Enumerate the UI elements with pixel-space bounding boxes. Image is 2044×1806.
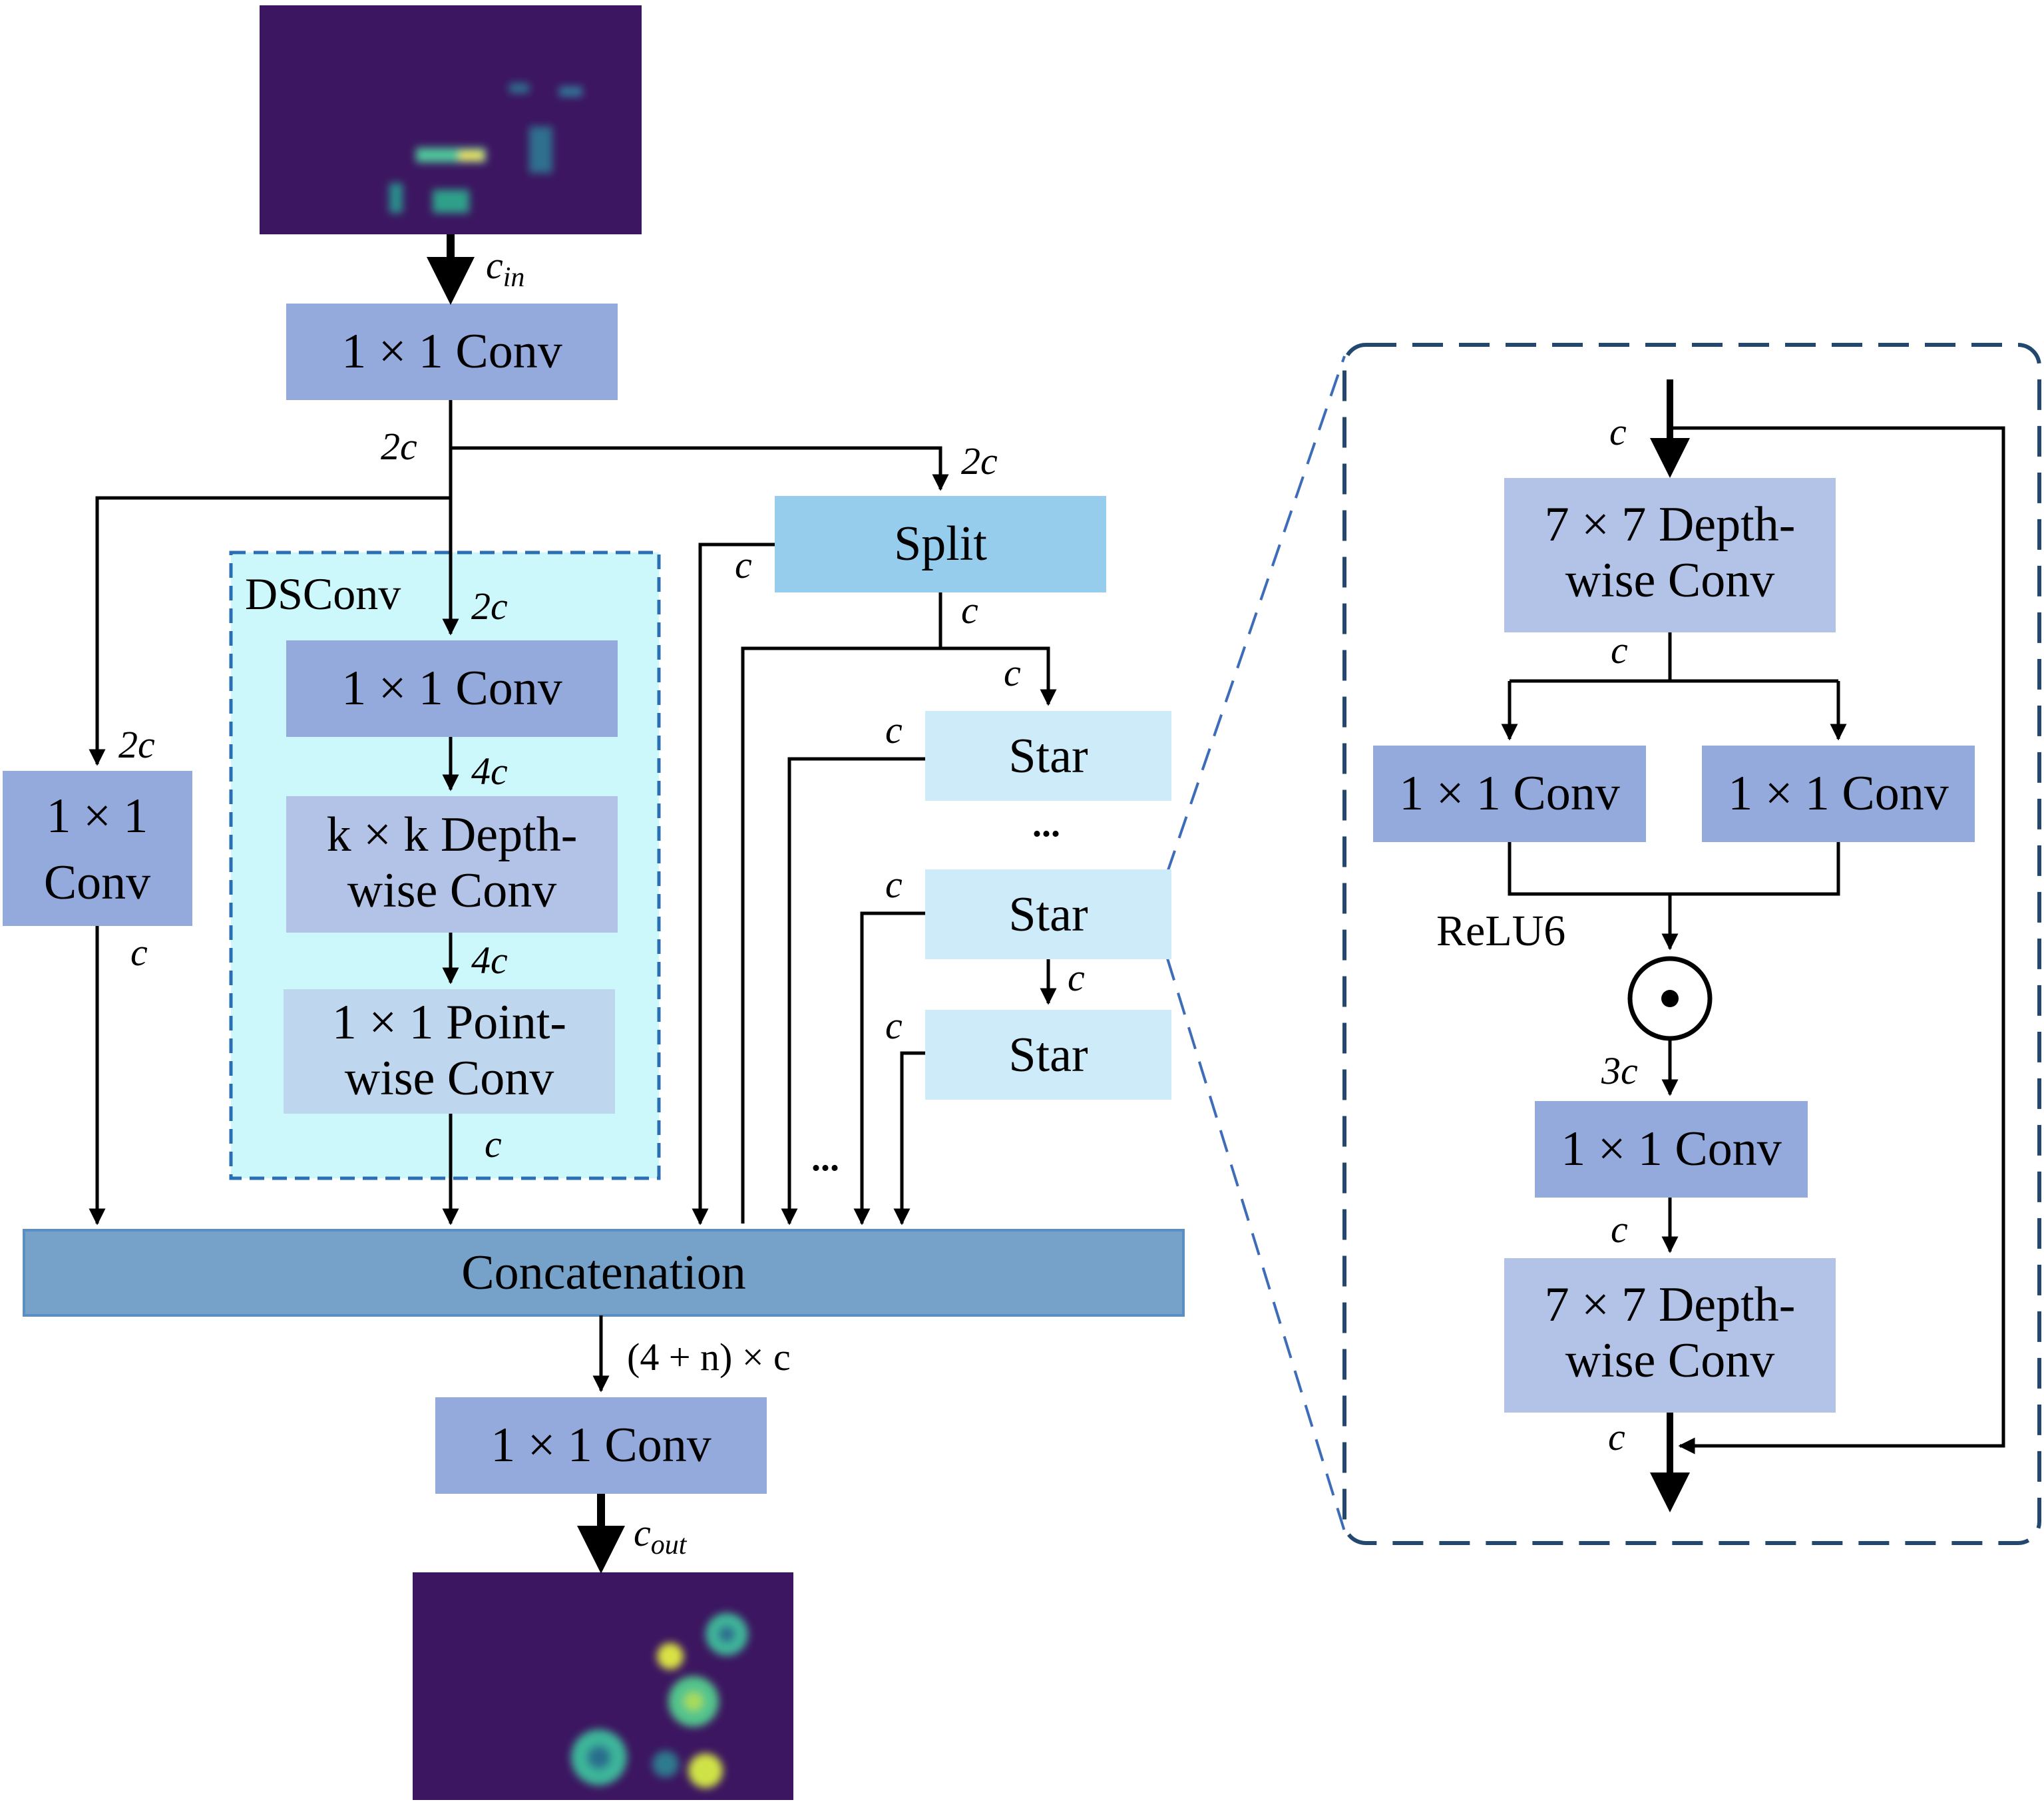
dots-stars: ... [1032, 803, 1060, 845]
depthwise-line2: wise Conv [347, 863, 557, 918]
dsconv-label: DSConv [245, 568, 401, 619]
top-conv-text: 1 × 1 Conv [341, 324, 562, 379]
detail-conv-right-block [1702, 746, 1975, 842]
detail-label-c-dw1: c [1611, 628, 1628, 672]
depthwise-line1: k × k Depth- [327, 807, 578, 862]
detail-conv-left-block [1373, 746, 1646, 842]
detail-label-c-out: c [1608, 1415, 1625, 1459]
zoom-line-bottom [1166, 958, 1346, 1532]
detail-conv-right-text: 1 × 1 Conv [1728, 766, 1949, 821]
top-conv-block [286, 304, 618, 400]
label-c-star2-down: c [1068, 956, 1085, 999]
star-block-3 [925, 1010, 1171, 1100]
label-c-split-left: c [735, 543, 752, 586]
dots-lines: ... [811, 1138, 839, 1179]
star-text-2: Star [1008, 887, 1088, 942]
detail-mid-conv-block [1535, 1101, 1808, 1198]
star-text-3: Star [1008, 1028, 1088, 1082]
label-4c-a: 4c [471, 750, 508, 793]
label-concat-out: (4 + n) × c [627, 1335, 791, 1379]
detail-conv-left-text: 1 × 1 Conv [1399, 766, 1620, 821]
label-c-star1-in: c [1004, 651, 1021, 694]
main-connectors [89, 234, 1057, 1574]
label-c-star2-out: c [885, 863, 903, 906]
label-cin: cin [486, 244, 524, 293]
split-text: Split [894, 517, 987, 571]
label-c-dsconv-out: c [485, 1122, 502, 1166]
left-conv-line2: Conv [44, 855, 150, 910]
label-c-split-down: c [961, 588, 978, 632]
detail-relu-label: ReLU6 [1436, 907, 1565, 955]
star-text-1: Star [1008, 729, 1088, 784]
dsconv-conv1-block [286, 640, 618, 737]
pointwise-conv-block [284, 989, 615, 1114]
detail-dw2-line1: 7 × 7 Depth- [1545, 1277, 1796, 1332]
output-conv-text: 1 × 1 Conv [491, 1418, 712, 1472]
detail-dw1-block [1504, 478, 1836, 632]
star-block-2 [925, 869, 1171, 959]
label-c-star3-out: c [885, 1004, 903, 1047]
detail-mid-conv-text: 1 × 1 Conv [1561, 1122, 1782, 1176]
zoom-line-top [1166, 355, 1346, 873]
detail-connectors [1501, 379, 2005, 1512]
input-heatmap [260, 5, 642, 234]
output-conv-block [435, 1397, 767, 1494]
detail-dw1-line2: wise Conv [1565, 553, 1775, 608]
depthwise-conv-block [286, 796, 618, 933]
label-c-star1-out: c [885, 708, 903, 752]
elementwise-multiply-dot [1661, 990, 1679, 1007]
dsconv-conv1-text: 1 × 1 Conv [341, 661, 562, 716]
pointwise-line2: wise Conv [345, 1051, 554, 1106]
concatenation-text: Concatenation [461, 1245, 745, 1300]
split-block [775, 496, 1106, 592]
output-heatmap [413, 1572, 793, 1800]
detail-label-c-in: c [1609, 410, 1627, 453]
left-conv-line1: 1 × 1 [47, 789, 148, 843]
label-2c-dsconv: 2c [471, 584, 508, 628]
star-detail-panel [1342, 343, 2041, 1545]
detail-dw2-block [1504, 1258, 1836, 1413]
detail-dw2-line2: wise Conv [1565, 1333, 1775, 1388]
label-2c-split: 2c [961, 439, 998, 483]
label-cout: cout [634, 1511, 688, 1560]
detail-dw1-line1: 7 × 7 Depth- [1545, 497, 1796, 552]
detail-label-c-mid: c [1611, 1208, 1628, 1251]
detail-label-3c: 3c [1601, 1049, 1638, 1092]
star-block-1 [925, 711, 1171, 801]
pointwise-line1: 1 × 1 Point- [332, 995, 566, 1050]
label-4c-b: 4c [471, 939, 508, 982]
concatenation-block [23, 1229, 1185, 1317]
label-2c-top: 2c [381, 425, 417, 468]
left-conv-block [3, 771, 192, 926]
label-2c-left: 2c [118, 723, 155, 766]
label-c-left: c [130, 931, 148, 974]
